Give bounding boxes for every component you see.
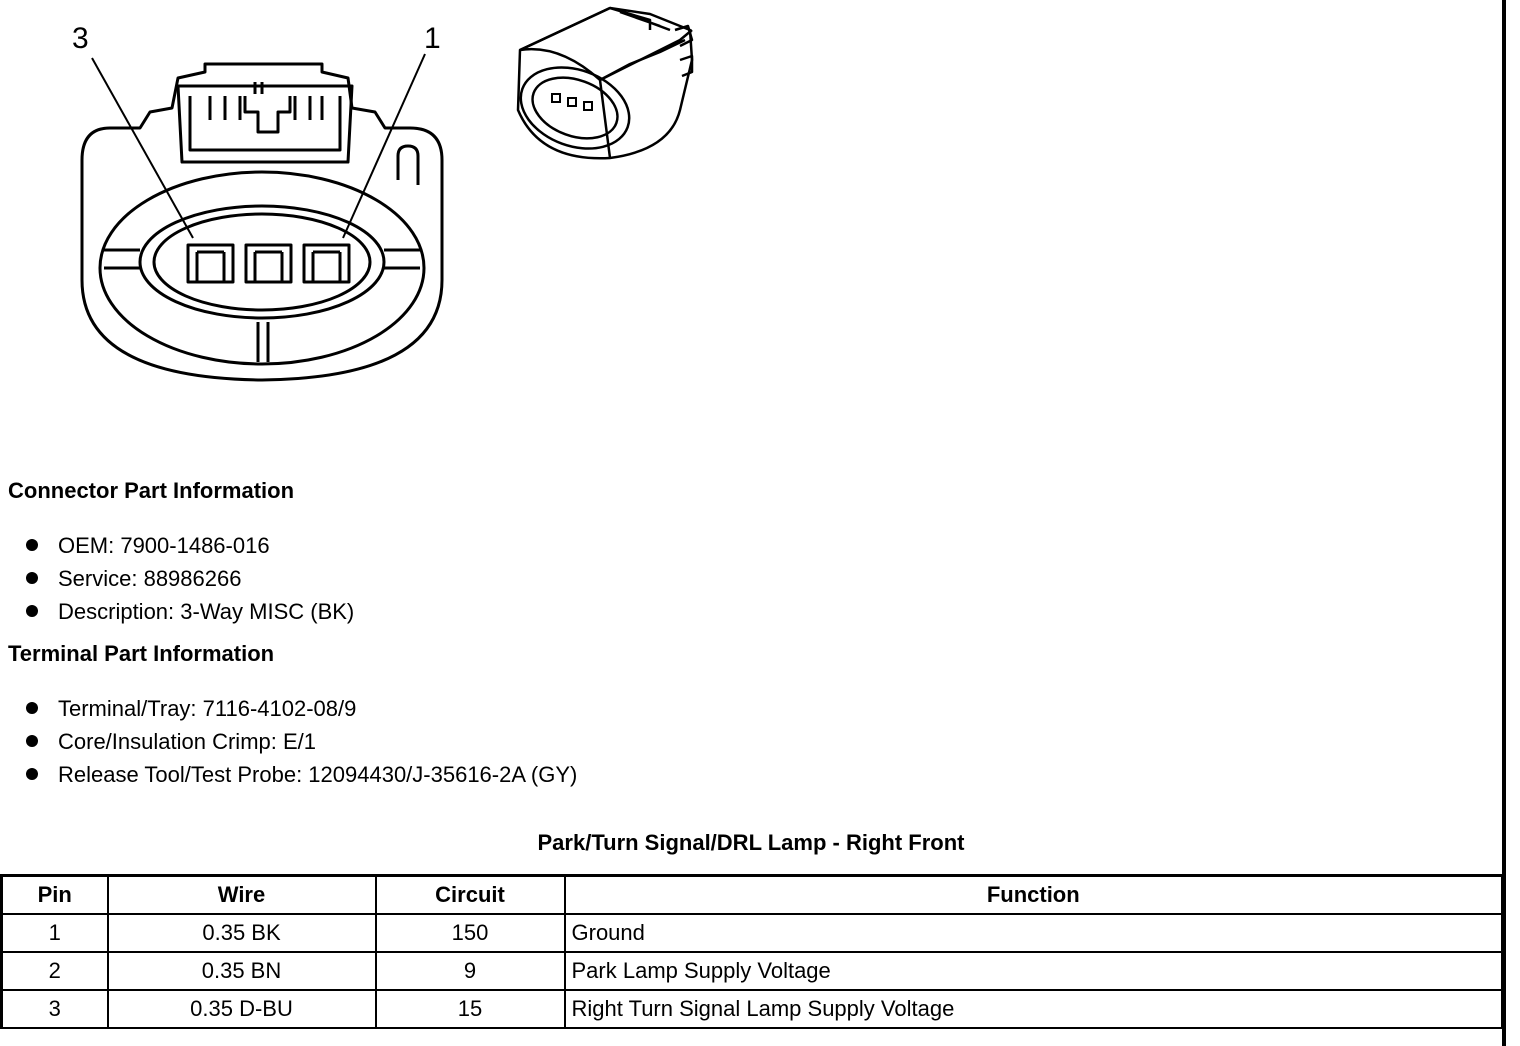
pinout-table: Pin Wire Circuit Function 1 0.35 BK 150 … bbox=[0, 874, 1503, 1029]
connector-face-diagram: 3 1 bbox=[72, 22, 444, 382]
column-header-function: Function bbox=[563, 874, 1503, 915]
cell-pin: 1 bbox=[0, 912, 109, 953]
cell-function: Right Turn Signal Lamp Supply Voltage bbox=[563, 988, 1503, 1029]
callout-pin-1: 1 bbox=[424, 22, 441, 55]
cell-wire: 0.35 D-BU bbox=[106, 988, 377, 1029]
cell-wire: 0.35 BN bbox=[106, 950, 377, 991]
list-item: Release Tool/Test Probe: 12094430/J-3561… bbox=[22, 758, 577, 791]
terminal-info-heading: Terminal Part Information bbox=[8, 641, 275, 666]
list-item: OEM: 7900-1486-016 bbox=[22, 529, 354, 562]
list-item: Terminal/Tray: 7116-4102-08/9 bbox=[22, 692, 577, 725]
list-item: Description: 3-Way MISC (BK) bbox=[22, 595, 354, 628]
terminal-info-list: Terminal/Tray: 7116-4102-08/9 Core/Insul… bbox=[22, 692, 577, 791]
table-row: 1 0.35 BK 150 Ground bbox=[0, 912, 1503, 953]
column-header-circuit: Circuit bbox=[374, 874, 566, 915]
connector-info-heading: Connector Part Information bbox=[8, 478, 295, 503]
bullet-icon bbox=[26, 735, 38, 747]
right-border-line bbox=[1502, 0, 1506, 1046]
cell-circuit: 9 bbox=[374, 950, 566, 991]
callout-pin-3: 3 bbox=[72, 22, 89, 55]
bullet-icon bbox=[26, 702, 38, 714]
list-item: Service: 88986266 bbox=[22, 562, 354, 595]
bullet-icon bbox=[26, 605, 38, 617]
column-header-pin: Pin bbox=[0, 874, 109, 915]
cell-function: Ground bbox=[563, 912, 1503, 953]
column-header-wire: Wire bbox=[106, 874, 377, 915]
list-item: Core/Insulation Crimp: E/1 bbox=[22, 725, 577, 758]
cell-circuit: 15 bbox=[374, 988, 566, 1029]
bullet-icon bbox=[26, 539, 38, 551]
cell-pin: 3 bbox=[0, 988, 109, 1029]
bullet-icon bbox=[26, 572, 38, 584]
cell-circuit: 150 bbox=[374, 912, 566, 953]
connector-info-list: OEM: 7900-1486-016 Service: 88986266 Des… bbox=[22, 529, 354, 628]
table-row: 2 0.35 BN 9 Park Lamp Supply Voltage bbox=[0, 950, 1503, 991]
table-header-row: Pin Wire Circuit Function bbox=[0, 874, 1503, 915]
table-title: Park/Turn Signal/DRL Lamp - Right Front bbox=[537, 830, 965, 855]
bullet-icon bbox=[26, 768, 38, 780]
cell-wire: 0.35 BK bbox=[106, 912, 377, 953]
cell-pin: 2 bbox=[0, 950, 109, 991]
cell-function: Park Lamp Supply Voltage bbox=[563, 950, 1503, 991]
connector-isometric-diagram bbox=[516, 6, 694, 160]
table-row: 3 0.35 D-BU 15 Right Turn Signal Lamp Su… bbox=[0, 988, 1503, 1029]
